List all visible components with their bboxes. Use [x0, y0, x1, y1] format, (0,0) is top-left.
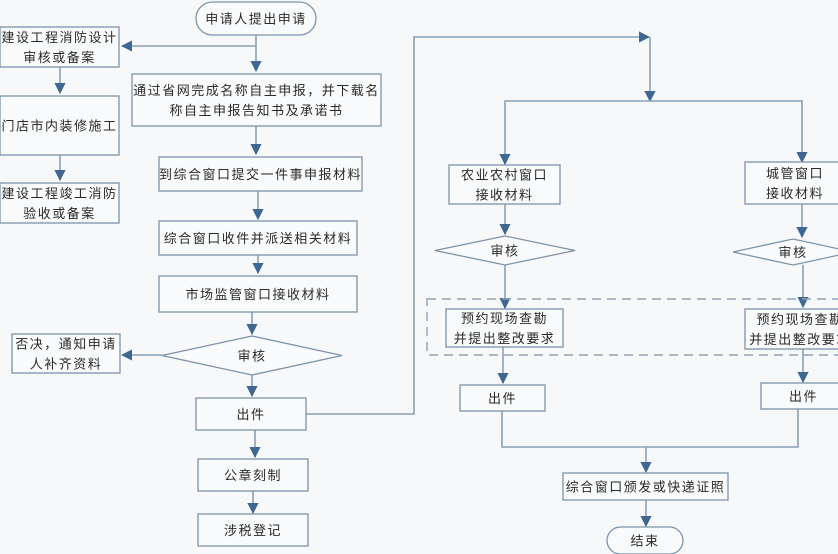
process-box: [445, 308, 564, 348]
node-label: 到综合窗口提交一件事申报材料: [159, 167, 362, 183]
process-box: [11, 333, 121, 374]
node-market-issue: 出件: [195, 397, 307, 431]
node-label: 公章刻制: [224, 468, 282, 484]
decision-diamond: [161, 335, 343, 376]
terminator-shape: [606, 526, 684, 554]
node-label: 审核: [778, 246, 807, 261]
node-label: 涉税登记: [224, 524, 282, 539]
process-box: [562, 472, 729, 501]
edge-branch-to-agri: [499, 100, 650, 166]
connectors: [54, 31, 809, 528]
node-urban-review: 审核: [732, 238, 838, 266]
node-renovation: 门店市内装修施工: [0, 95, 120, 156]
node-label: 综合窗口颁发或快递证照: [566, 480, 726, 496]
process-box: [158, 220, 358, 256]
process-box: [448, 164, 561, 205]
node-label: 农业农村窗口: [461, 168, 548, 184]
node-label: 并提出整改要求: [454, 331, 556, 347]
node-label: 通过省网完成名称自主申报，并下载名: [133, 83, 380, 99]
process-box: [131, 73, 382, 127]
decision-diamond: [434, 235, 576, 266]
node-label: 审核: [237, 350, 266, 365]
process-box: [0, 182, 120, 224]
node-agri-issue: 出件: [459, 384, 546, 412]
process-box: [197, 513, 309, 547]
node-label: 预约现场查勘: [756, 313, 838, 328]
node-label: 门店市内装修施工: [1, 119, 117, 135]
decision-diamond: [732, 238, 838, 266]
node-label: 否决，通知申请: [15, 337, 117, 353]
node-market-review: 审核: [161, 335, 343, 376]
node-label: 并提出整改要求: [749, 332, 838, 348]
process-box: [760, 382, 838, 410]
node-label: 审核: [490, 245, 519, 260]
node-label: 接收材料: [475, 188, 533, 204]
node-seal-carving: 公章刻制: [197, 458, 309, 492]
node-label: 称自主申报告知书及承诺书: [169, 103, 343, 119]
node-agri-review: 审核: [434, 235, 576, 266]
node-label: 人补齐资料: [30, 357, 103, 373]
node-label: 出件: [236, 408, 265, 423]
node-start: 申请人提出申请: [195, 1, 317, 36]
node-label: 结束: [630, 535, 659, 550]
process-box: [744, 161, 838, 205]
process-box: [195, 397, 307, 431]
process-box: [459, 384, 546, 412]
node-label: 城管窗口: [766, 166, 824, 182]
edge-issues-merge: [501, 409, 799, 448]
node-label: 综合窗口收件并派送相关材料: [164, 231, 353, 247]
process-box: [158, 156, 363, 192]
node-label: 建设工程消防设计: [1, 30, 117, 46]
terminator-shape: [195, 1, 317, 36]
node-market-receive: 市场监管窗口接收材料: [158, 275, 358, 313]
node-dispatch-materials: 综合窗口收件并派送相关材料: [158, 220, 358, 256]
node-label: 出件: [789, 390, 818, 405]
node-label: 市场监管窗口接收材料: [185, 287, 330, 303]
process-box: [197, 458, 309, 492]
node-certificate: 综合窗口颁发或快递证照: [562, 472, 729, 501]
node-tax-registration: 涉税登记: [197, 513, 309, 547]
node-label: 建设工程竣工消防: [1, 186, 117, 202]
process-box: [158, 275, 358, 313]
node-label: 审核或备案: [23, 50, 96, 66]
node-end: 结束: [606, 526, 684, 554]
node-label: 出件: [488, 392, 517, 407]
node-label: 接收材料: [766, 186, 824, 202]
node-label: 申请人提出申请: [205, 12, 307, 28]
process-box: [0, 95, 120, 156]
process-box: [0, 26, 120, 68]
edge-issue-to-branches: [306, 31, 651, 415]
process-box: [744, 308, 838, 350]
node-label: 预约现场查勘: [461, 312, 548, 327]
edge-branch-to-urban: [650, 100, 808, 164]
node-urban-issue: 出件: [760, 382, 838, 410]
inspection-group-region: [426, 298, 838, 356]
node-submit-materials: 到综合窗口提交一件事申报材料: [158, 156, 363, 192]
node-label: 验收或备案: [23, 206, 96, 222]
